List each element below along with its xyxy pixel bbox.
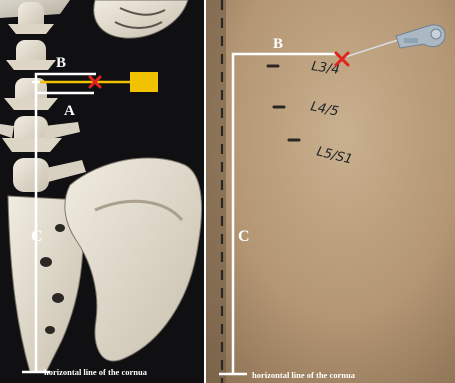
panel-divider [204, 0, 206, 383]
label-c: C [238, 228, 250, 245]
needle-hub-icon [130, 72, 158, 92]
skin-photo-background [206, 0, 455, 383]
left-panel: B A C horizontal line of the cornua [0, 0, 204, 383]
baseline-caption: horizontal line of the cornua [252, 370, 356, 380]
right-panel: L3/4 L4/5 L5/S1 B C horizontal line of t… [204, 0, 455, 383]
label-b: B [273, 36, 283, 52]
baseline-caption: horizontal line of the cornua [44, 367, 148, 377]
label-b: B [56, 55, 66, 71]
label-c: C [31, 228, 43, 245]
label-a: A [64, 103, 75, 119]
